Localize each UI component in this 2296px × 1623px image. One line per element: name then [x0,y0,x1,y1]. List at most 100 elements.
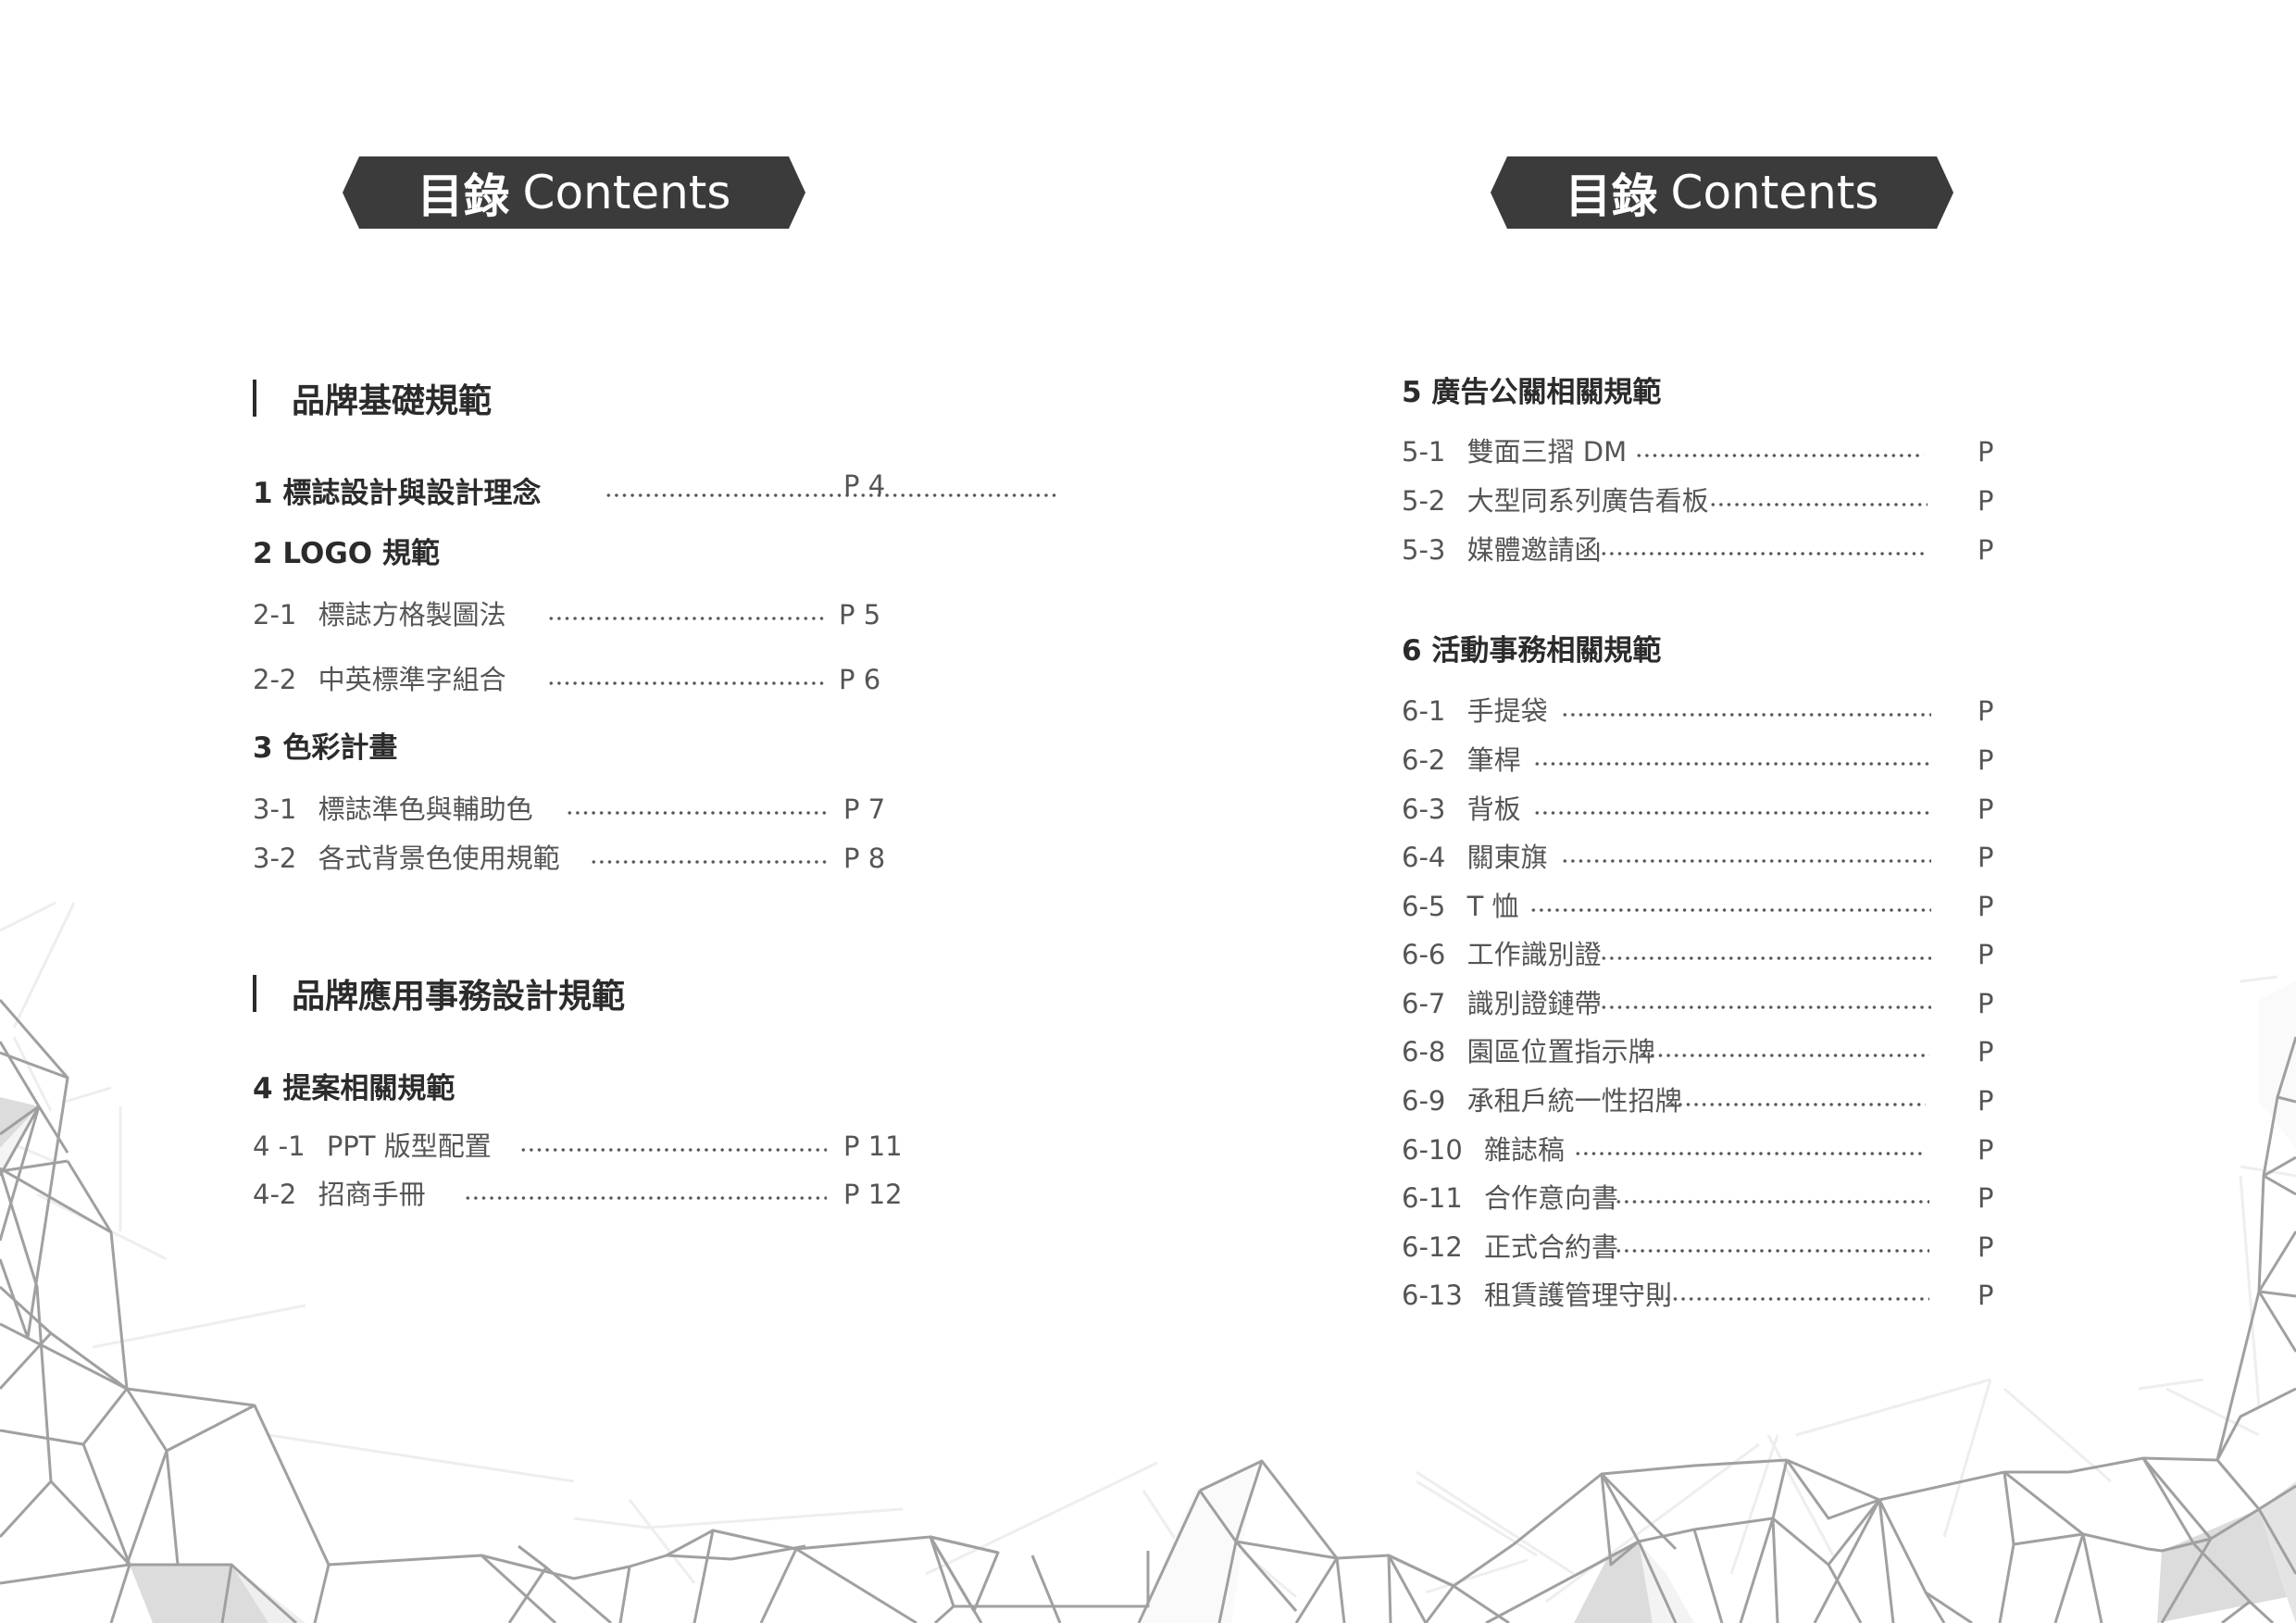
part-title-brand-applications: 品牌應用事務設計規範 [253,969,625,1017]
entry-number: 6-5 [1402,891,1446,922]
page-number: P [1978,534,1994,566]
entry-title: 標誌方格製圖法 [318,599,506,630]
dot-leader [1635,454,1924,457]
dot-leader [1641,1054,1929,1057]
toc-entry-4-2[interactable]: 4-2 招商手冊 P 12 [253,1176,919,1213]
page-number: P [1978,842,1994,873]
dot-leader [464,1196,827,1200]
toc-page-right: 目錄 Contents 5 廣告公關相關規範 5-1 雙面三摺 DM P 5-2… [1148,0,2296,1623]
entry-number: 6-4 [1402,842,1446,873]
entry-number: 5-2 [1402,485,1446,517]
toc-entry-6-3[interactable]: 6-3 背板 P [1402,791,2050,828]
toc-chapter-4[interactable]: 4 提案相關規範 [253,1065,455,1106]
page-number: P 8 [843,843,886,874]
page-number: P [1978,436,1994,468]
dot-leader [1561,859,1931,863]
entry-title: 招商手冊 [318,1179,426,1210]
entry-number: 2-2 [253,664,297,695]
entry-number: 6-12 [1402,1231,1463,1263]
page-number: P [1978,891,1994,922]
toc-entry-5-1[interactable]: 5-1 雙面三摺 DM P [1402,433,2050,470]
entry-number: 5-1 [1402,436,1446,468]
part-title-brand-basics: 品牌基礎規範 [253,374,492,422]
dot-leader [547,681,825,685]
toc-entry-6-1[interactable]: 6-1 手提袋 P [1402,693,2050,730]
part-title-text: 品牌基礎規範 [292,382,493,420]
toc-entry-6-13[interactable]: 6-13 租賃護管理守則 P [1402,1277,2050,1314]
dot-leader [1600,552,1928,556]
toc-entry-3-1[interactable]: 3-1 標誌準色與輔助色 P 7 [253,791,901,828]
entry-title: 標誌準色與輔助色 [318,793,533,825]
toc-entry-6-11[interactable]: 6-11 合作意向書 P [1402,1180,2050,1217]
page-number: P [1978,1280,1994,1311]
dot-leader [547,617,825,620]
page-number: P [1978,988,1994,1019]
page-number: P [1978,1182,1994,1214]
entry-title: PPT 版型配置 [326,1130,492,1162]
entry-number: 6-8 [1402,1036,1446,1067]
toc-chapter-6[interactable]: 6 活動事務相關規範 [1402,627,1661,668]
entry-number: 6-11 [1402,1182,1463,1214]
entry-number: 2-1 [253,599,297,630]
entry-title: 雜誌稿 [1484,1134,1566,1166]
toc-entry-6-4[interactable]: 6-4 關東旗 P [1402,839,2050,876]
entry-title: 園區位置指示牌 [1466,1036,1655,1067]
chapter-label: 5 廣告公關相關規範 [1402,376,1662,409]
toc-entry-6-6[interactable]: 6-6 工作識別證 P [1402,936,2050,973]
dot-leader [1600,1005,1931,1009]
entry-number: 6-1 [1402,695,1446,727]
dot-leader [1615,1249,1929,1253]
entry-title: 手提袋 [1466,695,1548,727]
toc-entry-2-1[interactable]: 2-1 標誌方格製圖法 P 5 [253,596,901,633]
toc-entry-4-1[interactable]: 4 -1 PPT 版型配置 P 11 [253,1128,919,1165]
entry-title: 承租戶統一性招牌 [1466,1085,1682,1117]
entry-number: 4-2 [253,1179,297,1210]
toc-chapter-1[interactable]: 1 標誌設計與設計理念 P 4 [253,469,1058,511]
page-number: P [1978,793,1994,825]
chapter-label: 6 活動事務相關規範 [1402,634,1662,668]
toc-entry-5-2[interactable]: 5-2 大型同系列廣告看板 P [1402,482,2050,519]
entry-number: 6-7 [1402,988,1446,1019]
toc-entry-6-5[interactable]: 6-5 T 恤 P [1402,888,2050,925]
page-number: P [1978,939,1994,970]
entry-title: T 恤 [1466,891,1519,922]
dot-leader [1668,1103,1926,1106]
entry-title: 各式背景色使用規範 [318,843,560,874]
toc-entry-6-9[interactable]: 6-9 承租戶統一性招牌 P [1402,1082,2050,1119]
toc-entry-6-10[interactable]: 6-10 雜誌稿 P [1402,1131,2050,1168]
entry-title: 識別證鏈帶 [1466,988,1602,1019]
toc-entry-5-3[interactable]: 5-3 媒體邀請函 P [1402,531,2050,568]
toc-chapter-2[interactable]: 2 LOGO 規範 [253,530,440,571]
chapter-label: 3 色彩計畫 [253,731,398,765]
toc-entry-3-2[interactable]: 3-2 各式背景色使用規範 P 8 [253,840,901,877]
page-number: P 6 [839,664,881,695]
toc-entry-6-12[interactable]: 6-12 正式合約書 P [1402,1229,2050,1266]
entry-number: 6-3 [1402,793,1446,825]
toc-chapter-3[interactable]: 3 色彩計畫 [253,724,397,766]
toc-entry-6-8[interactable]: 6-8 園區位置指示牌 P [1402,1033,2050,1070]
entry-number: 6-9 [1402,1085,1446,1117]
toc-entry-6-2[interactable]: 6-2 筆桿 P [1402,742,2050,779]
entry-title: 大型同系列廣告看板 [1466,485,1709,517]
page-number: P [1978,485,1994,517]
page-number: P 4 [843,469,886,501]
entry-number: 4 -1 [253,1130,306,1162]
part-title-text: 品牌應用事務設計規範 [292,978,626,1016]
page-number: P 12 [843,1179,903,1210]
dot-leader [1600,956,1931,960]
entry-title: 合作意向書 [1484,1182,1619,1214]
toc-entry-6-7[interactable]: 6-7 識別證鏈帶 P [1402,985,2050,1022]
dot-leader [605,493,1058,497]
entry-title: 租賃護管理守則 [1484,1280,1673,1311]
chapter-label: 4 提案相關規範 [253,1072,455,1105]
entry-title: 中英標準字組合 [318,664,506,695]
dot-leader [1574,1152,1926,1155]
toc-chapter-5[interactable]: 5 廣告公關相關規範 [1402,368,1661,410]
page-number: P [1978,1085,1994,1117]
banner-title-cjk: 目錄 [1565,169,1658,223]
dot-leader [590,860,827,864]
entry-title: 媒體邀請函 [1466,534,1602,566]
toc-entry-2-2[interactable]: 2-2 中英標準字組合 P 6 [253,661,901,698]
entry-title: 關東旗 [1466,842,1548,873]
